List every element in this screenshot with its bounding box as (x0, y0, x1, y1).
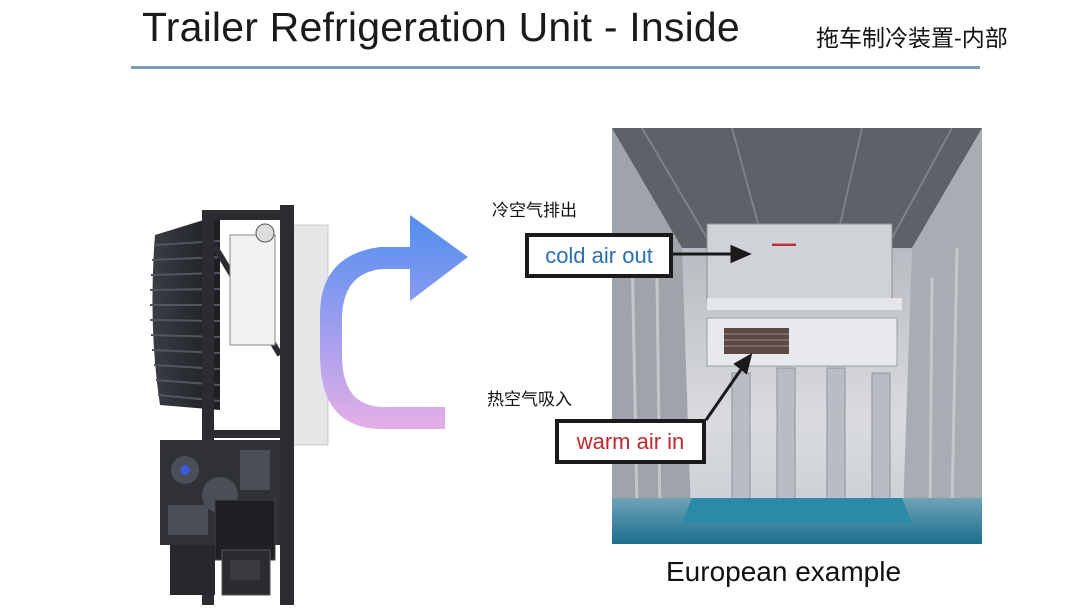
cold-air-callout: cold air out (525, 233, 673, 278)
refrigeration-unit-image (149, 205, 329, 605)
trailer-interior-photo: ▬▬▬ (612, 128, 982, 544)
slide-title: Trailer Refrigeration Unit - Inside (142, 4, 740, 50)
photo-caption: European example (666, 556, 902, 587)
warm-air-callout: warm air in (555, 419, 706, 464)
title-underline (131, 66, 980, 69)
airflow-arrow (320, 215, 468, 449)
slide-title-chinese: 拖车制冷装置-内部 (816, 26, 1008, 52)
svg-text:▬▬▬: ▬▬▬ (772, 239, 796, 248)
warm-air-label-chinese: 热空气吸入 (487, 390, 572, 410)
cold-air-label-chinese: 冷空气排出 (492, 201, 577, 221)
